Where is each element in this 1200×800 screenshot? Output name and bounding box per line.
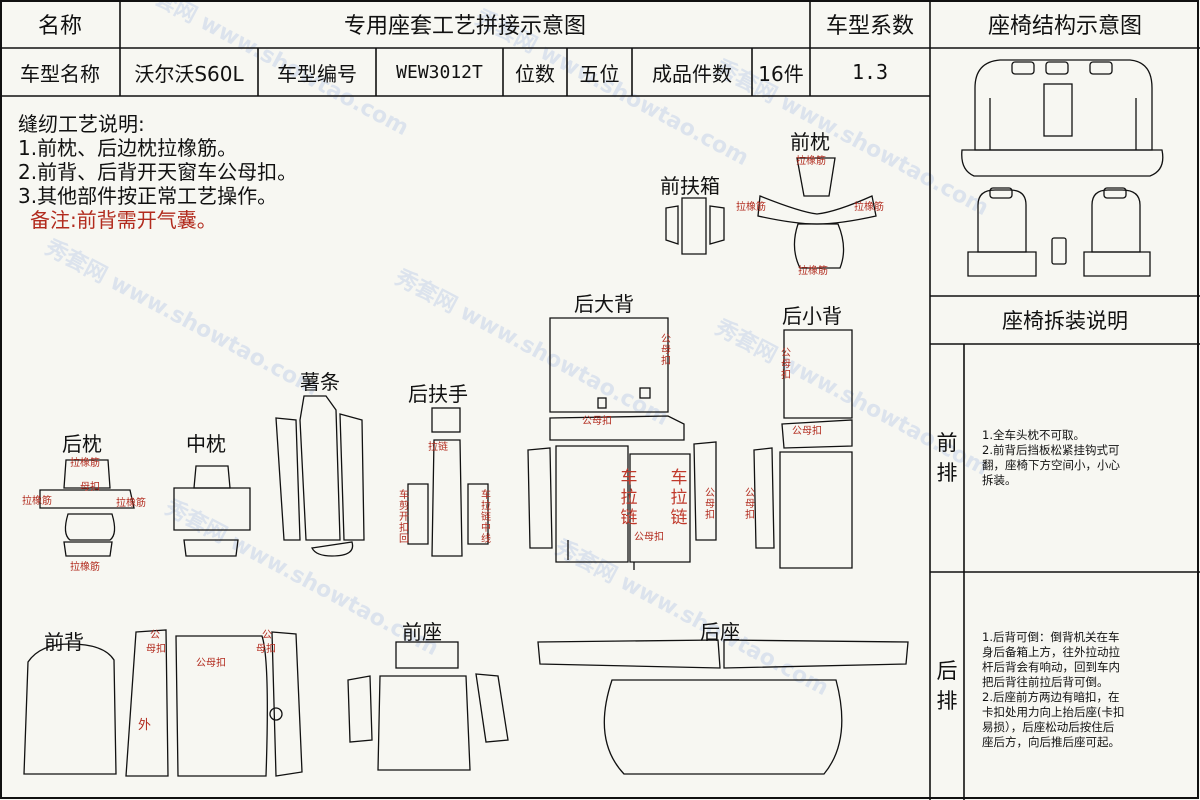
annotation-male-female-snap: 公母扣 — [634, 532, 664, 543]
coef-value: 1.3 — [851, 60, 889, 84]
annotation-snap-vertical: 公母扣 — [705, 488, 715, 521]
annotation-car-zip: 车拉链 — [670, 468, 688, 528]
seats-value: 五位 — [579, 61, 620, 86]
annotation-cut-open: 车剪开扣回 — [399, 490, 409, 545]
sewing-notes: 缝纫工艺说明: 1.前枕、后边枕拉橡筋。 2.前背、后背开天窗车公母扣。 3.其… — [18, 112, 297, 232]
annotation-zipper: 拉链 — [428, 442, 448, 453]
annotation-snap-vertical: 公母扣 — [781, 348, 791, 381]
annotation-elastic: 拉橡筋 — [22, 496, 52, 507]
name-label: 名称 — [37, 14, 82, 39]
part-label-front-pillow: 前枕 — [790, 130, 830, 154]
model-name: 沃尔沃S60L — [134, 61, 244, 86]
front-row-label: 前排 — [936, 431, 958, 485]
part-label-front-seat: 前座 — [402, 620, 442, 644]
disassembly-title: 座椅拆装说明 — [1002, 309, 1128, 333]
annotation-female-snap: 母扣 — [146, 644, 166, 655]
note-item: 3.其他部件按正常工艺操作。 — [18, 184, 278, 208]
annotation-male-female-snap: 公母扣 — [792, 426, 822, 437]
struct-title: 座椅结构示意图 — [987, 14, 1142, 39]
part-label-mid-pillow: 中枕 — [186, 432, 226, 456]
annotation-elastic: 拉橡筋 — [70, 562, 100, 573]
part-label-rear-big-back: 后大背 — [574, 292, 634, 316]
part-label-strip: 薯条 — [300, 370, 340, 394]
annotation-car-zip-small: 车拉链中线 — [481, 490, 491, 545]
annotation-elastic: 拉橡筋 — [796, 156, 826, 167]
part-label-front-back: 前背 — [44, 630, 84, 654]
note-remark: 备注:前背需开气囊。 — [30, 208, 217, 232]
annotation-snap-vertical: 公母扣 — [661, 334, 671, 367]
model-name-label: 车型名称 — [20, 61, 100, 86]
part-label-front-armrest: 前扶箱 — [660, 174, 720, 198]
note-item: 2.前背、后背开天窗车公母扣。 — [18, 160, 298, 184]
annotation-male: 公 — [262, 630, 272, 641]
part-label-rear-seat: 后座 — [700, 620, 740, 644]
seats-label: 位数 — [515, 61, 555, 86]
rear-row-label: 后排 — [936, 659, 958, 713]
model-code: WEW3012T — [396, 61, 483, 83]
part-label-rear-small-back: 后小背 — [782, 304, 842, 328]
annotation-car-zip: 车拉链 — [620, 468, 638, 528]
part-label-rear-armrest: 后扶手 — [408, 382, 468, 406]
annotation-female-snap: 母扣 — [80, 482, 100, 493]
annotation-elastic: 拉橡筋 — [854, 202, 884, 213]
annotation-female-snap: 母扣 — [256, 644, 276, 655]
part-label-rear-pillow: 后枕 — [62, 432, 102, 456]
rear-row-instructions: 1.后背可倒：倒背机关在车 身后备箱上方，往外拉动拉 杆后背会有响动，回到车内 … — [982, 630, 1125, 749]
note-item: 1.前枕、后边枕拉橡筋。 — [18, 136, 238, 160]
annotation-male-female-snap: 公母扣 — [196, 658, 226, 669]
model-code-label: 车型编号 — [277, 61, 357, 86]
pieces-label: 成品件数 — [652, 61, 732, 86]
notes-title: 缝纫工艺说明: — [18, 112, 145, 136]
annotation-male: 公 — [150, 630, 160, 641]
page-title: 专用座套工艺拼接示意图 — [343, 14, 586, 39]
annotation-elastic: 拉橡筋 — [736, 202, 766, 213]
annotation-elastic: 拉橡筋 — [798, 266, 828, 277]
pieces-value: 16件 — [758, 61, 804, 86]
coef-label: 车型系数 — [825, 14, 914, 39]
annotation-outer: 外 — [138, 718, 152, 733]
annotation-elastic: 拉橡筋 — [70, 458, 100, 469]
annotation-male-female-snap: 公母扣 — [582, 416, 612, 427]
annotation-elastic: 拉橡筋 — [116, 498, 146, 509]
front-row-instructions: 1.全车头枕不可取。 2.前背后挡板松紧挂钩式可 翻，座椅下方空间小，小心 拆装… — [982, 428, 1120, 487]
annotation-snap-vertical: 公母扣 — [745, 488, 755, 521]
